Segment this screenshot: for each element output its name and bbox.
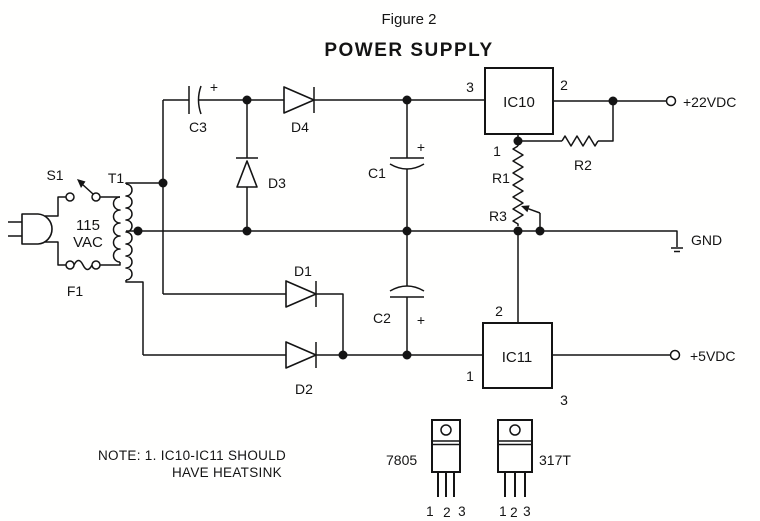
junction-wiper-gnd [535,226,545,236]
note-line1: NOTE: 1. IC10-IC11 SHOULD [98,448,286,463]
label-c3: C3 [189,119,207,135]
wire-d1-to-junction [316,293,344,355]
label-d3: D3 [268,175,286,191]
label-115: 115 [76,217,100,234]
switch-contact-right [91,192,101,202]
junction-d3-gnd [242,226,252,236]
label-d2: D2 [295,381,313,397]
label-d1: D1 [294,263,312,279]
label-d4: D4 [291,119,309,135]
fuse-element [73,259,93,271]
d3-diode [236,160,258,188]
terminal-22vdc [665,95,677,107]
ic11-pin2-label: 2 [495,303,503,319]
label-c2: C2 [373,310,391,326]
label-r2: R2 [574,157,592,173]
c3-plus-mark: + [210,79,218,95]
label-r1: R1 [492,170,510,186]
junction-c2-rail [402,350,412,360]
pin2-317t: 2 [510,505,518,520]
transformer-t1: T1 [100,170,163,355]
label-ic11: IC11 [502,349,533,366]
filter-cap-section: + C1 + C2 [368,95,425,355]
r3-wiper-wire [528,208,541,214]
label-317t: 317T [539,452,571,468]
to220-hole-7805 [440,424,452,436]
pin1-7805: 1 [426,504,434,519]
ic10-pin2-label: 2 [560,77,568,93]
ic11-pin1-label: 1 [466,368,474,384]
label-gnd: GND [691,232,722,248]
wire-r2-to-output [598,101,614,142]
r2-resistor [561,135,599,147]
to220-hole-317t [509,424,521,436]
label-s1: S1 [46,167,63,183]
ac-input-section: S1 F1 115 VAC [8,167,103,299]
pin2-7805: 2 [443,505,451,520]
figure-number: Figure 2 [381,11,436,28]
label-7805: 7805 [386,452,417,468]
package-7805: 7805 1 2 3 [386,419,466,520]
r3-wiper-arrow-icon [521,205,530,213]
pin3-7805: 3 [458,504,466,519]
ic10-regulator-section: IC10 3 2 1 +22VDC R1 R3 R2 [466,67,736,236]
secondary-winding [125,183,133,281]
switch-blade [81,183,94,195]
terminal-5vdc [669,349,681,361]
ground-symbol-icon [671,247,683,253]
label-t1: T1 [108,170,125,186]
c2-plus-mark: + [417,312,425,328]
label-f1: F1 [67,283,84,299]
junction-center-tap [133,226,143,236]
c3-plate-negative [197,85,202,115]
primary-winding [112,196,121,263]
d2-diode [285,341,317,369]
wire-plug-to-switch [45,196,66,217]
pin1-317t: 1 [499,504,507,519]
label-r3: R3 [489,208,507,224]
to220-legs-7805 [437,472,455,497]
fuse-contact-left [65,260,75,270]
label-vac: VAC [73,234,103,251]
package-317t: 317T 1 2 3 [497,419,571,520]
ic10-pin3-label: 3 [466,79,474,95]
c2-plate-negative [389,285,425,292]
to220-tab-line-7805 [432,440,460,446]
r1-r3-resistor [512,145,524,226]
to220-tab-line-317t [498,440,532,446]
lower-rectifier-section: D1 D2 [143,263,483,397]
note-line2: HAVE HEATSINK [172,465,282,480]
ic11-pin3-label: 3 [560,392,568,408]
ground-rail: GND [133,226,722,253]
junction-node-a [158,178,168,188]
ic10-pin1-label: 1 [493,143,501,159]
ic11-regulator-section: IC11 2 1 3 +5VDC [466,231,736,408]
pin3-317t: 3 [523,504,531,519]
page-title: POWER SUPPLY [324,40,493,61]
wire-secondary-bottom-tap [125,280,144,355]
d1-diode [285,280,317,308]
d4-diode [283,86,315,114]
label-22vdc: +22VDC [683,94,736,110]
label-c1: C1 [368,165,386,181]
plug-prongs [8,221,22,237]
label-ic10: IC10 [503,94,535,111]
note-section: NOTE: 1. IC10-IC11 SHOULD HAVE HEATSINK [98,448,286,480]
wire-gnd-rail [138,230,678,247]
junction-d1-d2 [338,350,348,360]
upper-rectifier-section: + C3 D3 D4 [158,79,485,294]
wire-primary-to-fuse [100,262,121,266]
switch-arrow-icon [77,179,86,188]
fuse-contact-right [91,260,101,270]
to220-legs-317t [504,472,526,497]
switch-contact-left [65,192,75,202]
c1-plate-negative [389,163,425,170]
wire-plug-to-fuse [45,241,66,266]
label-5vdc: +5VDC [690,348,736,364]
ac-plug-icon [21,213,53,245]
c1-plus-mark: + [417,139,425,155]
wire-secondary-top-tap [125,182,163,184]
